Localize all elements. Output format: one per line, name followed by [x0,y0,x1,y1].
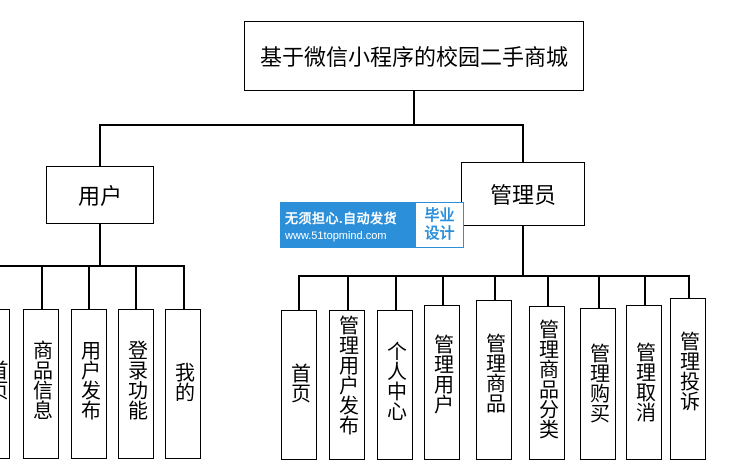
root-node: 基于微信小程序的校园二手商城 [244,21,584,91]
connector-admin-child [547,275,549,306]
connector-admin-child [395,275,397,310]
user-node: 用户 [46,166,154,224]
connector-admin-branch [298,275,689,277]
connector-admin-child [298,275,300,310]
connector-admin-child [442,275,444,305]
connector-admin-child [347,275,349,310]
admin-node: 管理员 [461,162,585,226]
connector-to-admin [522,124,524,162]
connector-user-child [135,265,137,309]
connector-user-branch [0,265,184,267]
admin-child-manage-complaints: 管理投诉 [670,298,706,460]
connector-admin-child [598,275,600,308]
admin-child-manage-users: 管理用户 [424,305,460,460]
user-child-login: 登录功能 [118,309,154,459]
connector-admin-down [522,226,524,276]
connector-admin-child [644,275,646,305]
connector-user-child [183,265,185,309]
watermark-slogan: 无须担心.自动发货 [285,211,398,226]
connector-user-child [88,265,90,309]
admin-child-home: 首页 [281,310,317,460]
watermark-badge-line1: 毕业 [424,207,455,224]
connector-admin-child [688,275,690,298]
admin-child-personal-center: 个人中心 [377,310,413,460]
root-label: 基于微信小程序的校园二手商城 [259,46,568,71]
user-child-product-info: 商品信息 [23,309,59,459]
connector-user-down [99,224,101,266]
connector-root-branch [99,124,523,126]
watermark-badge: 毕业 设计 [415,202,464,248]
admin-child-manage-purchases: 管理购买 [580,308,616,460]
user-child-mine: 我的 [165,309,201,459]
user-child-home: 首页 [0,309,10,459]
admin-label: 管理员 [489,184,556,209]
admin-child-manage-cancellations: 管理取消 [626,305,662,460]
connector-user-child [41,265,43,309]
watermark-badge-line2: 设计 [424,225,455,242]
user-label: 用户 [77,185,122,210]
connector-root-down [413,91,415,125]
watermark: 无须担心.自动发货 www.51topmind.com 毕业 设计 [280,202,464,248]
connector-admin-child [494,275,496,300]
admin-child-manage-categories: 管理商品分类 [529,306,565,460]
user-child-user-publish: 用户发布 [71,309,107,459]
connector-to-user [99,124,101,166]
admin-child-manage-user-publish: 管理用户发布 [329,310,365,460]
watermark-main: 无须担心.自动发货 www.51topmind.com [280,202,415,248]
admin-child-manage-products: 管理商品 [476,300,512,460]
watermark-url: www.51topmind.com [285,230,387,242]
